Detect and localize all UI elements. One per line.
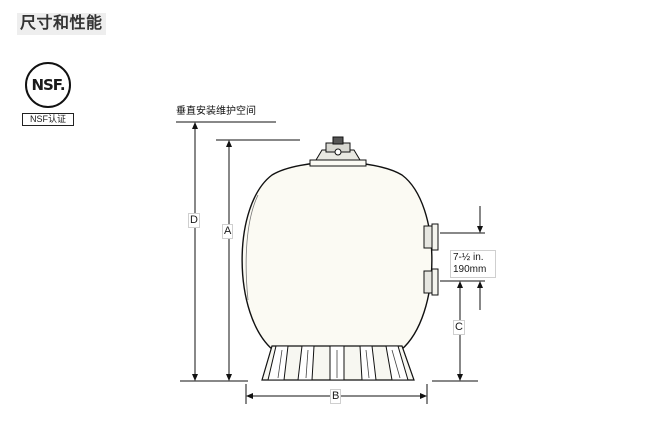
nsf-logo-text: NSF. (31, 76, 65, 94)
dimension-a-label: A (222, 224, 234, 239)
dimension-b-label: B (330, 389, 342, 404)
nsf-certified-caption: NSF认证 (22, 113, 74, 126)
nsf-certification: NSF. NSF认证 (22, 62, 78, 128)
dimension-c-label: C (453, 320, 465, 335)
page-title: 尺寸和性能 (17, 13, 106, 35)
port-spacing-metric: 190mm (453, 264, 487, 275)
dimension-d-label: D (188, 213, 200, 228)
port-spacing-box: 7-½ in. 190mm (450, 250, 496, 278)
sand-filter-tank (241, 136, 439, 381)
vertical-clearance-label: 垂直安装维护空间 (176, 106, 256, 117)
port-spacing-imperial: 7-½ in. (453, 252, 484, 263)
nsf-logo: NSF. (25, 62, 71, 108)
